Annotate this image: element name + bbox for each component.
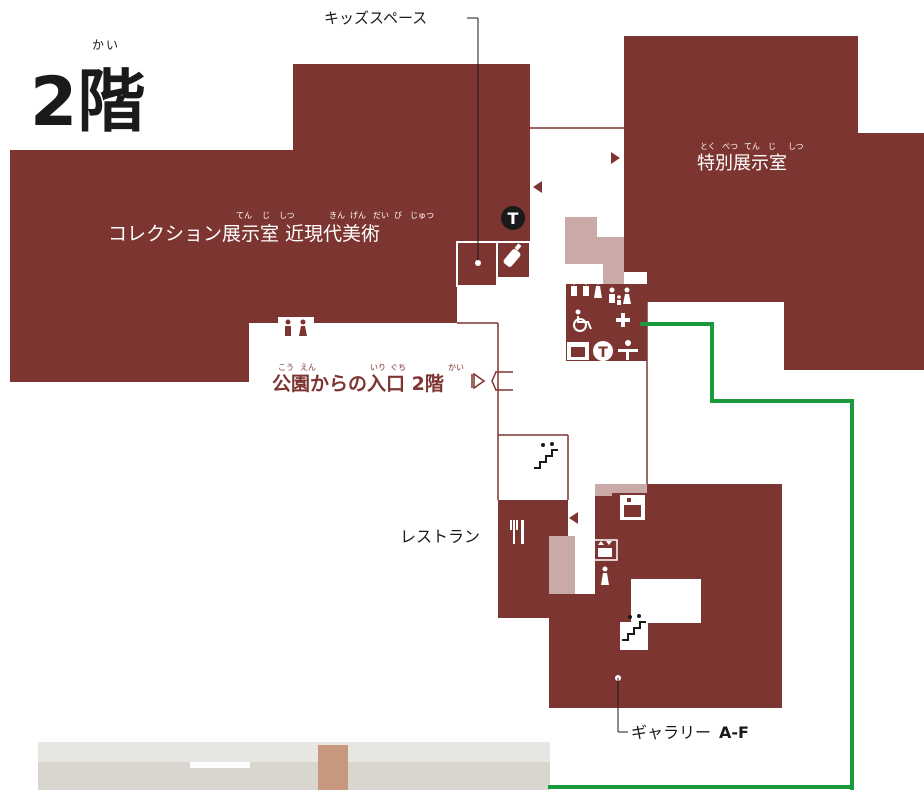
restroom-icon	[571, 279, 602, 298]
gallery-inner-white	[631, 579, 701, 623]
svg-text:しつ: しつ	[279, 211, 295, 220]
photo-curtain	[318, 745, 348, 790]
svg-text:げん: げん	[350, 211, 366, 220]
collection-room-ruby: てん じ しつ きん げん だい び じゅつ	[236, 211, 434, 220]
svg-text:てん: てん	[236, 211, 252, 220]
svg-text:じ: じ	[768, 142, 776, 151]
cutlery-icon	[510, 520, 524, 544]
arrow-down-icon	[622, 565, 632, 574]
locker-icon	[567, 342, 589, 360]
gallery-label: ギャラリー A-F	[631, 723, 749, 742]
svg-text:ぐち: ぐち	[390, 363, 406, 372]
first-aid-icon	[616, 313, 630, 327]
gallery-label-name: ギャラリー	[631, 723, 711, 742]
arrow-right-icon	[611, 152, 620, 164]
photo-ceiling	[38, 742, 550, 762]
svg-text:び: び	[394, 211, 402, 220]
svg-text:えん: えん	[300, 363, 316, 372]
elevator-icon	[592, 539, 618, 561]
gallery-light-wall	[595, 484, 647, 496]
baby-changing-icon	[618, 340, 638, 360]
wall-shading	[565, 217, 624, 284]
restroom-icon	[589, 566, 609, 585]
arrow-left-icon	[569, 512, 578, 524]
svg-text:じ: じ	[262, 211, 270, 220]
stairs-icon	[534, 442, 558, 469]
svg-text:じゅつ: じゅつ	[410, 211, 434, 220]
photo-light	[190, 762, 250, 768]
collection-room	[10, 64, 530, 382]
svg-text:だい: だい	[373, 211, 389, 220]
coffee-shop-icon: T	[593, 341, 613, 361]
restaurant-label: レストラン	[400, 527, 480, 546]
baby-bottle-box	[496, 241, 531, 279]
kids-space-area	[456, 241, 498, 287]
baby-bottle-icon	[503, 243, 522, 267]
special-room-label: 特別展示室	[697, 153, 787, 174]
park-entrance-ruby: こう えん いり ぐち かい	[278, 363, 464, 372]
gallery-label-suffix: A-F	[719, 723, 749, 742]
special-room-ruby: とく べつ てん じ しつ	[700, 142, 804, 151]
svg-text:べつ: べつ	[722, 142, 738, 151]
gallery-inner-white-2	[620, 622, 648, 650]
elevator-shading	[549, 536, 575, 594]
svg-text:T: T	[598, 345, 608, 361]
svg-text:T: T	[508, 209, 519, 228]
floor-title: 2階	[30, 63, 145, 142]
kids-space-label: キッズスペース	[324, 9, 427, 27]
floor-title-ruby: かい	[92, 38, 120, 52]
svg-text:かい: かい	[448, 363, 464, 372]
route-line	[640, 322, 854, 790]
wheelchair-icon	[573, 309, 592, 332]
svg-text:こう: こう	[278, 363, 294, 372]
collection-room-label: コレクション展示室 近現代美術	[108, 223, 380, 245]
svg-text:とく: とく	[700, 142, 716, 151]
svg-text:きん: きん	[329, 211, 345, 220]
coffee-shop-icon: T	[501, 206, 525, 230]
entrance-door-icon	[471, 371, 513, 391]
family-restroom-icon	[609, 287, 631, 305]
arrow-left-icon	[533, 181, 542, 193]
svg-text:いり: いり	[370, 363, 386, 372]
coin-locker-icon	[620, 495, 645, 520]
restroom-icon	[278, 317, 314, 343]
stairs-icon	[622, 614, 646, 641]
park-entrance-label: 公園からの入口 2階	[272, 373, 444, 395]
special-exhibition-room	[624, 36, 924, 370]
svg-text:しつ: しつ	[788, 142, 804, 151]
svg-text:てん: てん	[744, 142, 760, 151]
kids-space-dot	[475, 260, 481, 266]
